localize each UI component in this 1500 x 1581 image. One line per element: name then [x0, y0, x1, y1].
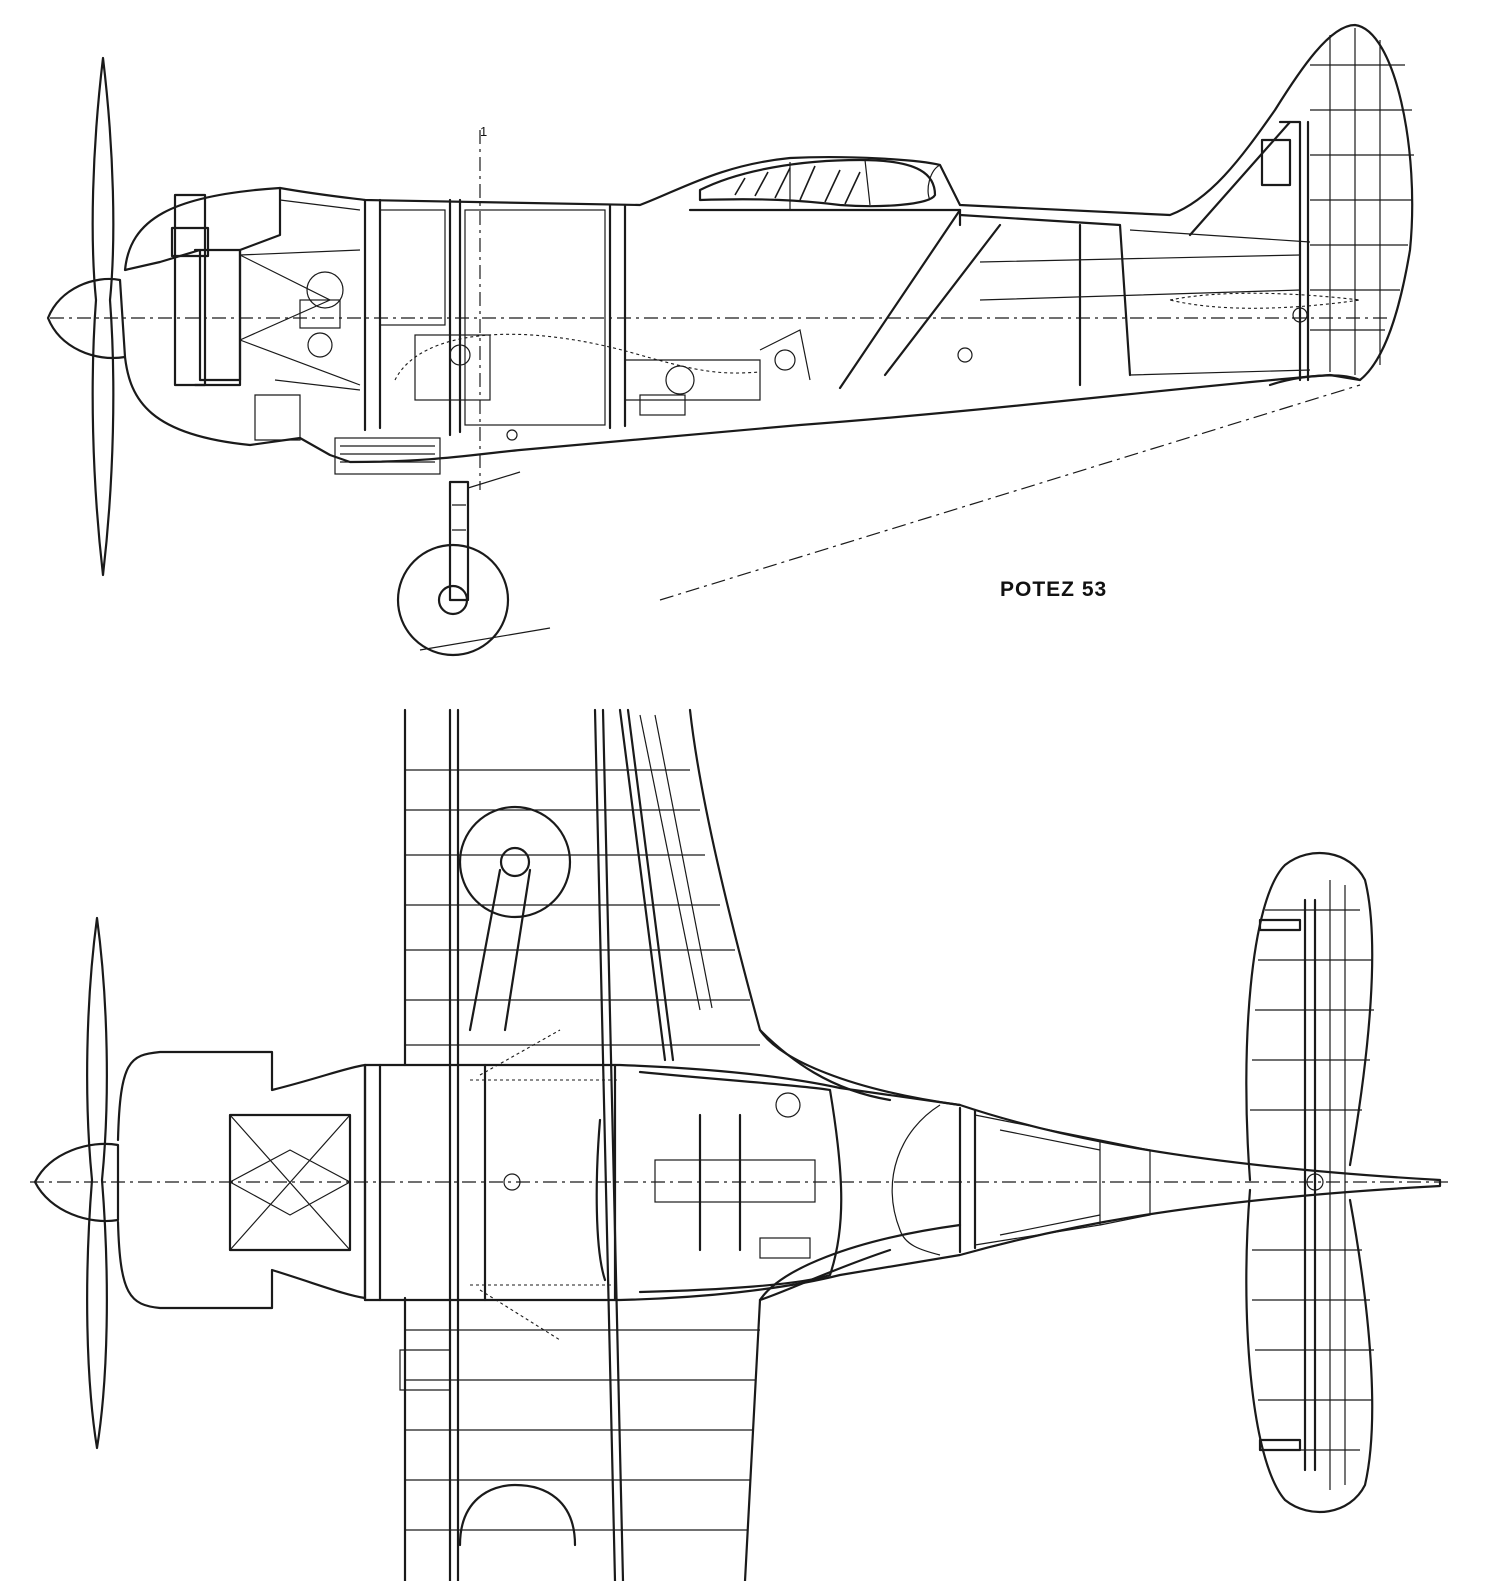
- plan-tailplane: [1245, 851, 1374, 1514]
- side-landing-gear: [396, 471, 521, 657]
- drawing-caption: POTEZ 53: [1000, 578, 1108, 601]
- side-reference-lines: [50, 130, 1390, 651]
- plan-view: [30, 708, 1450, 1581]
- side-canopy: [698, 158, 937, 210]
- station-label: 1: [480, 124, 488, 139]
- plan-cowling: [116, 1050, 367, 1310]
- plan-fuselage: [363, 1029, 1442, 1341]
- side-internals: [334, 209, 1361, 475]
- side-fuselage: [278, 23, 1414, 464]
- side-engine-cowling: [123, 186, 361, 447]
- plan-propeller: [33, 916, 120, 1450]
- side-view: [46, 23, 1414, 657]
- side-propeller: [46, 56, 127, 577]
